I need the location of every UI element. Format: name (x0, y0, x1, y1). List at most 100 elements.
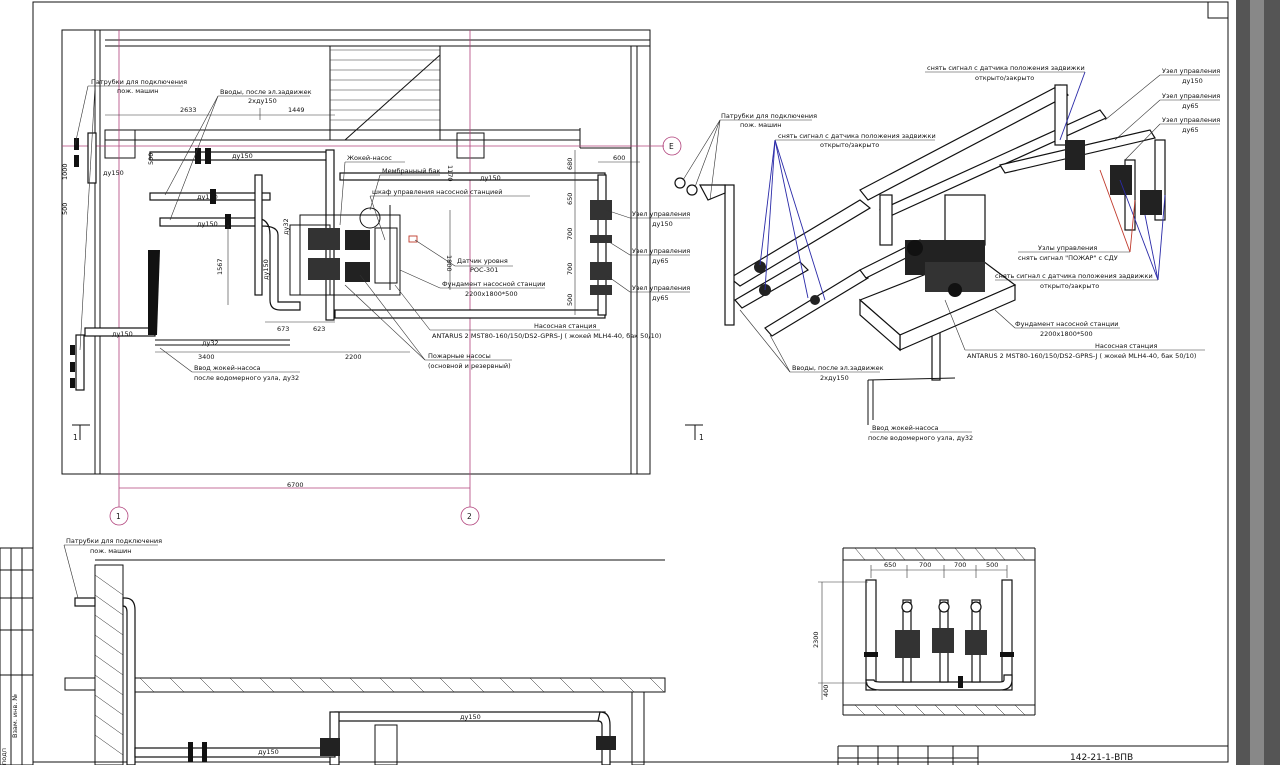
detail-d700b: 700 (954, 561, 966, 569)
plan-patrubki-2: пож. машин (117, 87, 159, 95)
plan-uzel-3: Узел управления (632, 284, 690, 292)
cut-label-left: 1 (73, 433, 78, 442)
iso-uzly: Узлы управления (1038, 244, 1097, 252)
dim-2633: 2633 (180, 106, 197, 114)
dim-1000: 1000 (61, 163, 69, 180)
section-du150-2: ду150 (258, 748, 279, 756)
dim-623: 623 (313, 325, 325, 333)
iso-snyat3-2: открыто/закрыто (1040, 282, 1099, 290)
control-nodes-plan (590, 200, 612, 295)
axis-marker-1 (109, 506, 129, 526)
dim-500a: 500 (61, 203, 69, 215)
iso-uzel65b: Узел управления (1162, 116, 1220, 124)
iso-snyat1: снять сигнал с датчика положения задвижк… (778, 132, 936, 140)
cut-label-right: 1 (699, 433, 704, 442)
plan-vvody-2: 2хду150 (248, 97, 277, 105)
plan-antarus: ANTARUS 2 MST80-160/150/DS2-GPRS-J ( жок… (432, 332, 661, 340)
plan-du32-1: ду32 (202, 339, 219, 347)
axis-2: 2 (467, 512, 472, 521)
plan-datchik-2: РОС-301 (470, 266, 498, 274)
detail-d500: 500 (986, 561, 998, 569)
plan-uzel-1-du: ду150 (652, 220, 673, 228)
iso-uzly-2: снять сигнал "ПОЖАР" с СДУ (1018, 254, 1118, 262)
dim-680: 680 (566, 158, 574, 170)
dim-1800: 1800 (445, 255, 453, 272)
section-du150-1: ду150 (460, 713, 481, 721)
iso-signal-leaders (759, 71, 1166, 301)
plan-uzel-1: Узел управления (632, 210, 690, 218)
plan-fundament: Фундамент насосной станции (442, 280, 546, 288)
plan-datchik: Датчик уровня (457, 257, 508, 265)
plan-uzel-2: Узел управления (632, 247, 690, 255)
iso-uzel65a: Узел управления (1162, 92, 1220, 100)
plan-fundament-2: 2200х1800*500 (465, 290, 518, 298)
detail-view: 650 700 700 500 2300 400 (812, 547, 1036, 716)
plan-du150-4: ду150 (197, 220, 218, 228)
iso-fundament: Фундамент насосной станции (1015, 320, 1119, 328)
iso-snyat2-2: открыто/закрыто (975, 74, 1034, 82)
iso-fundament-2: 2200х1800*500 (1040, 330, 1093, 338)
dim-6700: 6700 (287, 481, 304, 489)
dim-1449: 1449 (288, 106, 305, 114)
iso-vvod-zh-2: после водомерного узла, ду32 (868, 434, 973, 442)
plan-pozh: Пожарные насосы (428, 352, 491, 360)
iso-labels: Патрубки для подключения пож. машин снят… (682, 64, 1220, 442)
iso-snyat3: снять сигнал с датчика положения задвижк… (995, 272, 1153, 280)
iso-vvody: Вводы, после эл.задвижек (792, 364, 884, 372)
plan-du150-3: ду150 (197, 193, 218, 201)
dim-2200: 2200 (345, 353, 362, 361)
drawing-code: 142-21-1-ВПВ (1070, 753, 1133, 763)
plan-vvod-zh: Ввод жокей-насоса (194, 364, 261, 372)
isometric-view: Патрубки для подключения пож. машин снят… (674, 64, 1220, 442)
level-sensor-mark (408, 235, 418, 243)
iso-vvody-2: 2хду150 (820, 374, 849, 382)
plan-uzel-3-du: ду65 (652, 294, 669, 302)
plan-dimensions: 2633 1449 1000 500 500 1567 673 623 3400… (61, 106, 640, 361)
detail-d400: 400 (822, 685, 830, 697)
plan-zhokey: Жокей-насос (347, 154, 392, 162)
section-patrubki: Патрубки для подключения (66, 537, 162, 545)
axis-1: 1 (116, 512, 121, 521)
dim-1170: 1170 (446, 165, 454, 182)
dim-700a: 700 (566, 228, 574, 240)
section-patrubki-2: пож. машин (90, 547, 132, 555)
plan-pozh-2: (основной и резервный) (428, 362, 511, 370)
plan-view: 1 2 Е 6700 (61, 29, 704, 526)
iso-pumps (674, 140, 1162, 305)
plan-vvod-zh-2: после водомерного узла, ду32 (194, 374, 299, 382)
title-block: 142-21-1-ВПВ (837, 745, 1228, 765)
dim-700b: 700 (566, 263, 574, 275)
dim-500c: 500 (566, 294, 574, 306)
iso-uzel150-du: ду150 (1182, 77, 1203, 85)
plan-uzel-2-du: ду65 (652, 257, 669, 265)
side-label-2: подп (0, 748, 8, 765)
plan-labels: Патрубки для подключения пож. машин Ввод… (74, 78, 690, 382)
iso-patrubki-2: пож. машин (740, 121, 782, 129)
dim-500b: 500 (147, 153, 155, 165)
axis-marker-2 (460, 506, 480, 526)
dim-650: 650 (566, 193, 574, 205)
detail-d650: 650 (884, 561, 896, 569)
plan-du150-7: ду150 (262, 259, 270, 280)
iso-patrubki: Патрубки для подключения (721, 112, 817, 120)
plan-vvody: Вводы, после эл.задвижек (220, 88, 312, 96)
dim-3400: 3400 (198, 353, 215, 361)
dim-1567: 1567 (216, 258, 224, 275)
dim-673: 673 (277, 325, 289, 333)
plan-patrubki: Патрубки для подключения (91, 78, 187, 86)
iso-vvod-zh: Ввод жокей-насоса (872, 424, 939, 432)
plan-membrane: Мембранный бак (382, 167, 441, 175)
stairs (329, 46, 441, 141)
plan-shkaf: шкаф управления насосной станцией (372, 188, 502, 196)
detail-d2300: 2300 (812, 631, 820, 648)
iso-snyat1-2: открыто/закрыто (820, 141, 879, 149)
plan-du32-2: ду32 (282, 218, 290, 235)
iso-antarus: ANTARUS 2 MST80-160/150/DS2-GPRS-J ( жок… (967, 352, 1196, 360)
iso-uzel65b-du: ду65 (1182, 126, 1199, 134)
side-label: Взам. инв. № (11, 694, 19, 738)
section-view: ду150 ду150 Патрубки для подключения пож… (63, 537, 666, 765)
plan-station: Насосная станция (534, 322, 596, 330)
pump-station-plan (289, 205, 418, 296)
plan-du150-6: ду150 (112, 330, 133, 338)
